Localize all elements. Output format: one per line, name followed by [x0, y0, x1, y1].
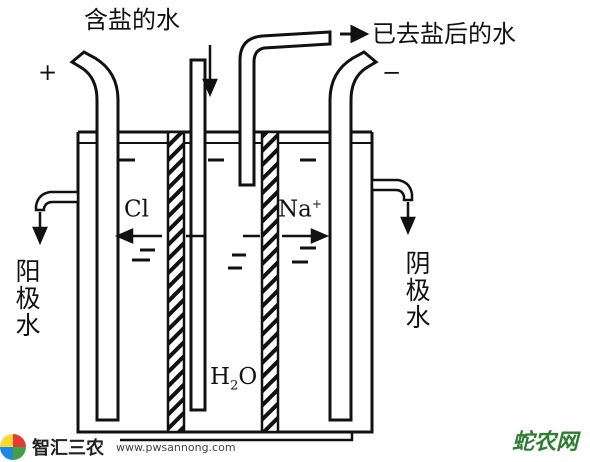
outlet-arrow	[340, 24, 370, 44]
cathode-drain-arrow	[400, 202, 416, 236]
cl-ion-label: Cl	[124, 198, 149, 222]
inlet-label: 含盐的水	[84, 6, 180, 34]
inlet-arrow	[202, 45, 218, 98]
watermark-logo-icon	[0, 434, 26, 460]
cathode-sign: −	[382, 60, 402, 86]
watermark-right: 蛇农网	[511, 429, 578, 455]
watermark-name: 智汇三农	[32, 438, 104, 459]
water-h: H	[210, 364, 231, 390]
cl-ion-text: Cl	[124, 196, 149, 223]
anion-membrane	[166, 130, 186, 434]
na-ion-label: Na+	[278, 198, 322, 222]
anode-electrode	[69, 50, 120, 422]
cl-migration-arrow	[114, 228, 162, 244]
anode-drain-pipe	[34, 190, 80, 212]
anode-water-label: 阳极水	[12, 258, 41, 339]
cation-membrane	[260, 130, 280, 434]
tank	[76, 130, 374, 434]
bottom-connector	[120, 432, 354, 442]
cathode-water-label: 阴极水	[402, 250, 431, 331]
na-migration-arrow	[282, 228, 330, 244]
outlet-label: 已去盐后的水	[372, 20, 516, 48]
na-ion-text: Na	[278, 196, 312, 223]
cathode-drain-pipe	[370, 178, 414, 202]
water-o: O	[238, 364, 258, 390]
watermark-left: 智汇三农 www.pwsannong.com	[0, 432, 236, 462]
water-surface	[118, 158, 316, 270]
water-label: H2O	[210, 366, 257, 393]
cathode-electrode	[328, 50, 379, 422]
water-sub: 2	[230, 378, 239, 394]
watermark-url: www.pwsannong.com	[116, 440, 236, 454]
outlet-pipe	[238, 30, 332, 187]
anode-sign: +	[38, 60, 58, 86]
na-ion-charge: +	[311, 197, 322, 211]
anode-drain-arrow	[32, 212, 48, 246]
